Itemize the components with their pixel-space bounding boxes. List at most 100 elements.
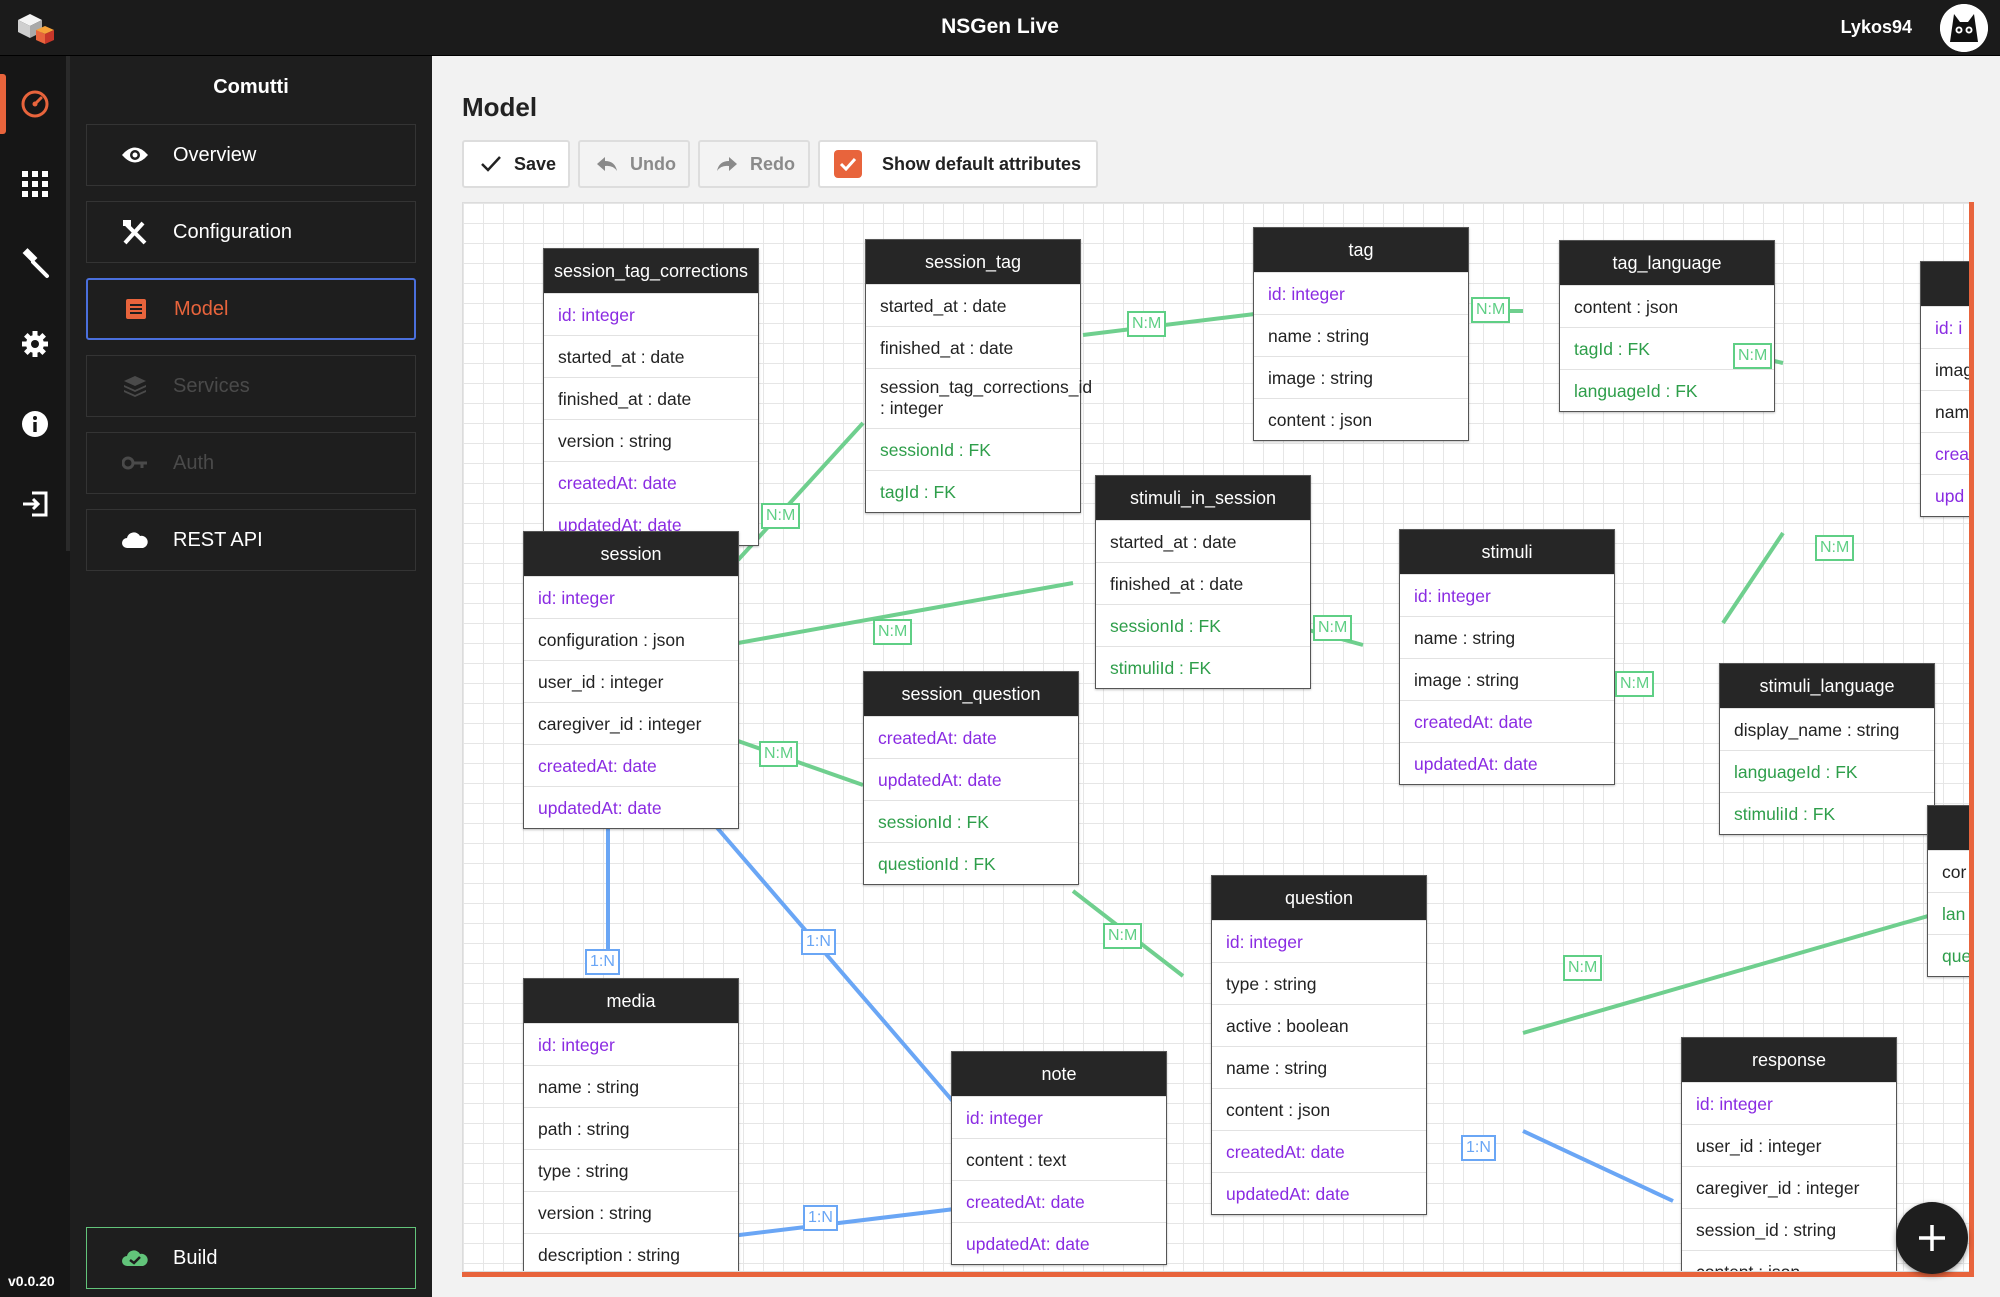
entity-session[interactable]: session id: integer configuration : json… xyxy=(523,531,739,829)
entity-partial-right-mid[interactable]: c cor lan que xyxy=(1927,805,1971,977)
attr-timestamp[interactable]: createdAt: date xyxy=(952,1180,1166,1222)
build-button[interactable]: Build xyxy=(86,1227,416,1289)
attr[interactable]: image : string xyxy=(1254,356,1468,398)
attr-pk[interactable]: id: integer xyxy=(1400,574,1614,616)
attr-timestamp[interactable]: upd xyxy=(1921,474,1971,516)
entity-stimuli-in-session[interactable]: stimuli_in_session started_at : date fin… xyxy=(1095,475,1311,689)
attr-fk[interactable]: sessionId : FK xyxy=(1096,604,1310,646)
entity-stimuli-language[interactable]: stimuli_language display_name : string l… xyxy=(1719,663,1935,835)
relation-label-nm[interactable]: N:M xyxy=(873,619,913,645)
add-entity-button[interactable] xyxy=(1896,1202,1968,1274)
entity-partial-right-top[interactable]: id: i imag nam crea upd xyxy=(1920,261,1971,517)
attr-timestamp[interactable]: updatedAt: date xyxy=(1400,742,1614,784)
rail-build[interactable] xyxy=(0,228,70,300)
relation-label-nm[interactable]: N:M xyxy=(1615,671,1655,697)
relation-label-nm[interactable]: N:M xyxy=(1733,343,1773,369)
sidebar-item-overview[interactable]: Overview xyxy=(86,124,416,186)
attr[interactable]: type : string xyxy=(524,1149,738,1191)
attr[interactable]: session_tag_corrections_id : integer xyxy=(866,368,1092,428)
username[interactable]: Lykos94 xyxy=(1840,17,1912,37)
attr[interactable]: caregiver_id : integer xyxy=(524,702,738,744)
attr-pk[interactable]: id: integer xyxy=(1212,920,1426,962)
attr-fk[interactable]: sessionId : FK xyxy=(866,428,1080,470)
attr-pk[interactable]: id: integer xyxy=(524,1023,738,1065)
relation-label-nm[interactable]: N:M xyxy=(1563,955,1603,981)
attr[interactable]: cor xyxy=(1928,850,1971,892)
attr[interactable]: name : string xyxy=(524,1065,738,1107)
rail-dashboard[interactable] xyxy=(0,68,70,140)
entity-response[interactable]: response id: integer user_id : integer c… xyxy=(1681,1037,1897,1271)
attr-fk[interactable]: lan xyxy=(1928,892,1971,934)
attr-pk[interactable]: id: integer xyxy=(1682,1082,1896,1124)
attr-pk[interactable]: id: integer xyxy=(544,293,758,335)
attr-fk[interactable]: stimuliId : FK xyxy=(1096,646,1310,688)
attr-timestamp[interactable]: updatedAt: date xyxy=(544,503,758,545)
attr[interactable]: configuration : json xyxy=(524,618,738,660)
attr[interactable]: active : boolean xyxy=(1212,1004,1426,1046)
attr[interactable]: content : json xyxy=(1254,398,1468,440)
attr[interactable]: content : json xyxy=(1560,285,1774,327)
relation-label-1n[interactable]: 1:N xyxy=(585,949,620,975)
attr-fk[interactable]: stimuliId : FK xyxy=(1720,792,1934,834)
attr[interactable]: finished_at : date xyxy=(544,377,758,419)
attr[interactable]: finished_at : date xyxy=(866,326,1080,368)
attr-fk[interactable]: languageId : FK xyxy=(1720,750,1934,792)
show-default-attributes-toggle[interactable]: Show default attributes xyxy=(818,140,1098,188)
entity-tag[interactable]: tag id: integer name : string image : st… xyxy=(1253,227,1469,441)
relation-label-nm[interactable]: N:M xyxy=(1471,297,1511,323)
attr-pk[interactable]: id: integer xyxy=(524,576,738,618)
attr[interactable]: name : string xyxy=(1212,1046,1426,1088)
relation-label-nm[interactable]: N:M xyxy=(759,741,799,767)
relation-label-nm[interactable]: N:M xyxy=(1127,311,1167,337)
rail-scrollbar[interactable] xyxy=(66,56,70,551)
attr[interactable]: path : string xyxy=(524,1107,738,1149)
sidebar-item-model[interactable]: Model xyxy=(86,278,416,340)
model-canvas[interactable]: session_tag_corrections id: integer star… xyxy=(462,202,1972,1272)
relation-label-nm[interactable]: N:M xyxy=(1815,535,1855,561)
attr[interactable]: version : string xyxy=(544,419,758,461)
attr[interactable]: imag xyxy=(1921,348,1971,390)
rail-apps[interactable] xyxy=(0,148,70,220)
relation-label-nm[interactable]: N:M xyxy=(761,503,801,529)
attr-timestamp[interactable]: updatedAt: date xyxy=(952,1222,1166,1264)
attr-timestamp[interactable]: updatedAt: date xyxy=(1212,1172,1426,1214)
attr[interactable]: description : string xyxy=(524,1233,738,1271)
rail-settings[interactable] xyxy=(0,308,70,380)
attr-fk[interactable]: sessionId : FK xyxy=(864,800,1078,842)
attr[interactable]: image : string xyxy=(1400,658,1614,700)
attr-pk[interactable]: id: integer xyxy=(1254,272,1468,314)
attr[interactable]: user_id : integer xyxy=(1682,1124,1896,1166)
attr[interactable]: caregiver_id : integer xyxy=(1682,1166,1896,1208)
attr[interactable]: content : text xyxy=(952,1138,1166,1180)
attr-pk[interactable]: id: i xyxy=(1921,306,1971,348)
entity-session-tag-corrections[interactable]: session_tag_corrections id: integer star… xyxy=(543,248,759,546)
attr-fk[interactable]: languageId : FK xyxy=(1560,369,1774,411)
attr-fk[interactable]: questionId : FK xyxy=(864,842,1078,884)
relation-label-1n[interactable]: 1:N xyxy=(1461,1135,1496,1161)
attr[interactable]: user_id : integer xyxy=(524,660,738,702)
entity-session-tag[interactable]: session_tag started_at : date finished_a… xyxy=(865,239,1092,513)
avatar[interactable] xyxy=(1940,4,1988,52)
attr-fk[interactable]: tagId : FK xyxy=(866,470,1080,512)
undo-button[interactable]: Undo xyxy=(578,140,690,188)
sidebar-item-rest-api[interactable]: REST API xyxy=(86,509,416,571)
relation-label-1n[interactable]: 1:N xyxy=(803,1205,838,1231)
attr[interactable]: version : string xyxy=(524,1191,738,1233)
attr[interactable]: started_at : date xyxy=(1096,520,1310,562)
relation-label-nm[interactable]: N:M xyxy=(1313,615,1353,641)
checkbox-checked-icon[interactable] xyxy=(834,150,862,178)
attr-timestamp[interactable]: updatedAt: date xyxy=(864,758,1078,800)
sidebar-item-configuration[interactable]: Configuration xyxy=(86,201,416,263)
attr[interactable]: started_at : date xyxy=(544,335,758,377)
attr-timestamp[interactable]: createdAt: date xyxy=(864,716,1078,758)
save-button[interactable]: Save xyxy=(462,140,570,188)
entity-media[interactable]: media id: integer name : string path : s… xyxy=(523,978,739,1271)
attr[interactable]: content : json xyxy=(1682,1250,1896,1271)
relation-label-nm[interactable]: N:M xyxy=(1103,923,1143,949)
attr[interactable]: name : string xyxy=(1254,314,1468,356)
attr[interactable]: content : json xyxy=(1212,1088,1426,1130)
attr[interactable]: session_id : string xyxy=(1682,1208,1896,1250)
redo-button[interactable]: Redo xyxy=(698,140,810,188)
attr-timestamp[interactable]: createdAt: date xyxy=(544,461,758,503)
attr-timestamp[interactable]: createdAt: date xyxy=(1400,700,1614,742)
